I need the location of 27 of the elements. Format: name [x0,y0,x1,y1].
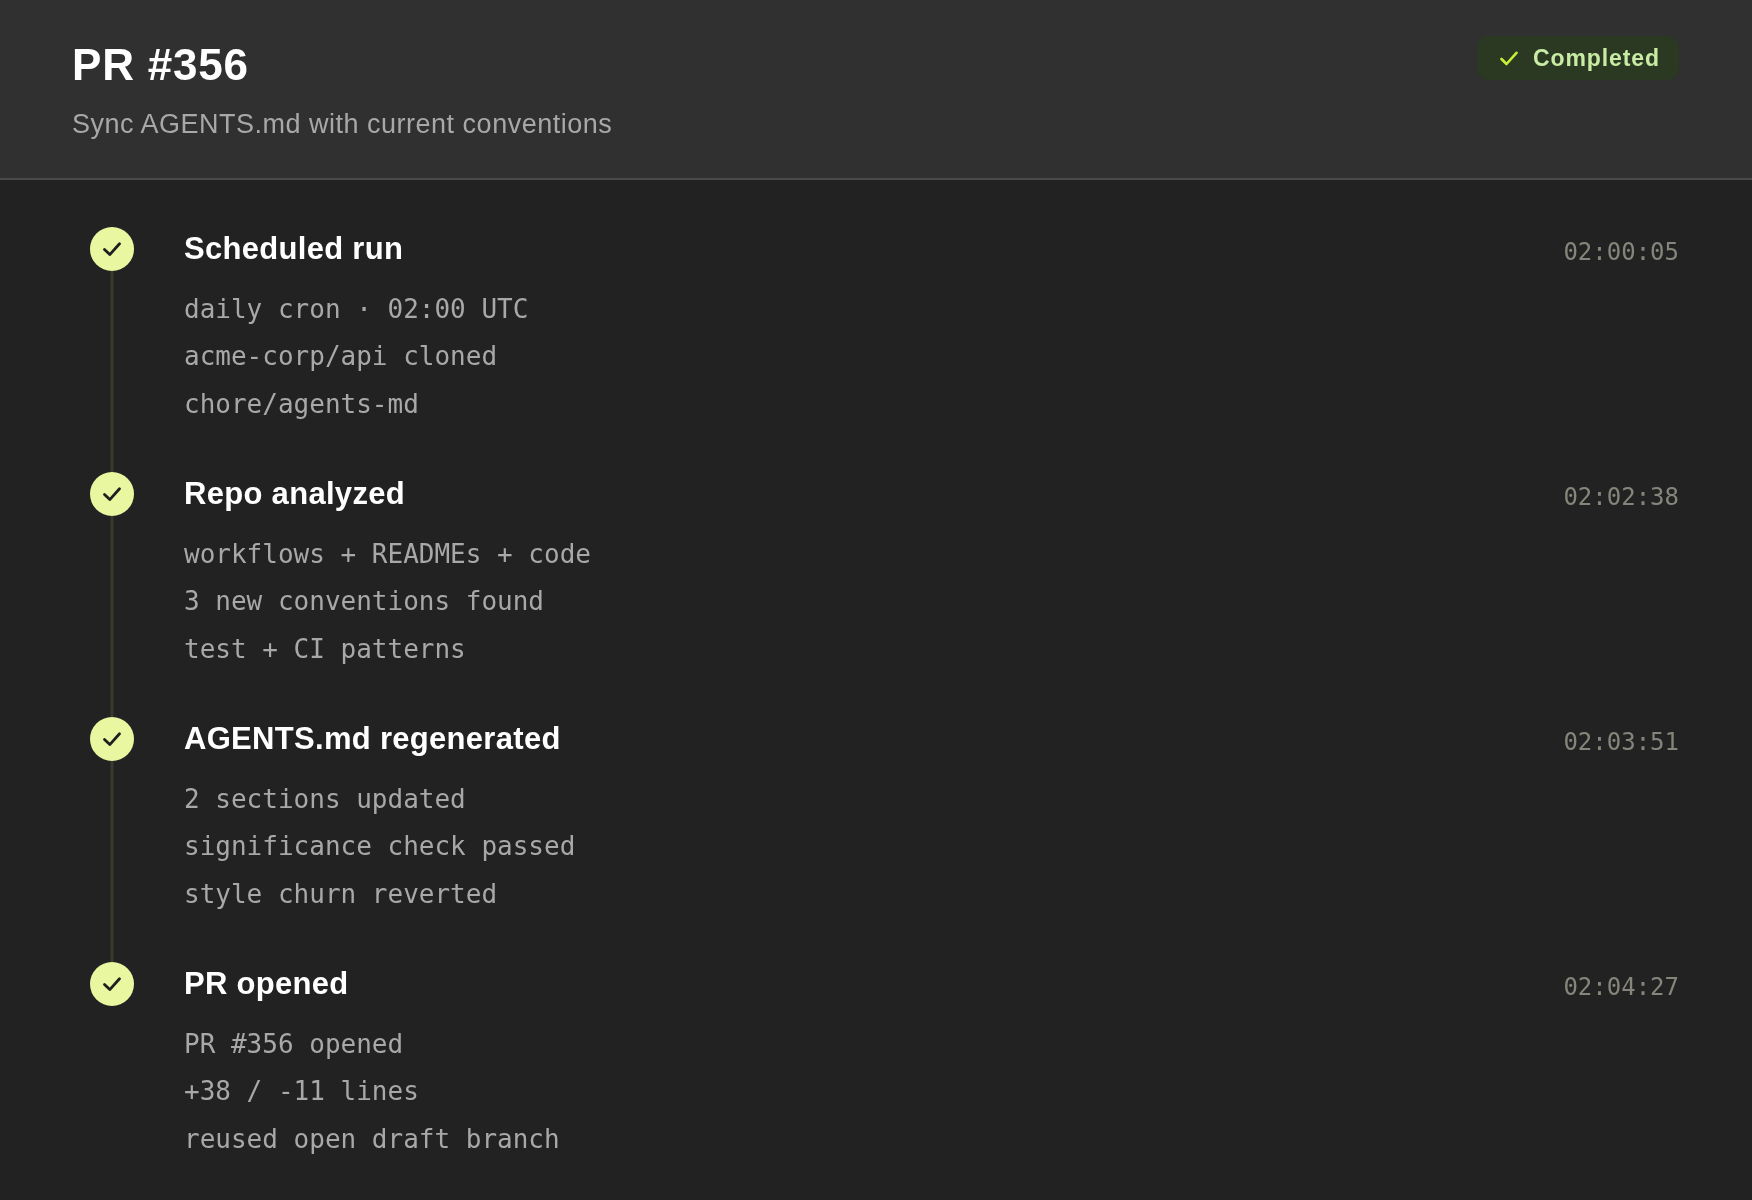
step-title: AGENTS.md regenerated [184,721,561,757]
status-text: Completed [1533,44,1660,72]
step-detail: workflows + READMEs + code [184,537,591,570]
step-detail: chore/agents-md [184,387,419,420]
step-title: Repo analyzed [184,476,405,512]
step-detail: reused open draft branch [184,1122,560,1155]
page-title: PR #356 [72,39,249,91]
step-detail: style churn reverted [184,877,498,910]
step-detail: significance check passed [184,830,576,862]
timestamp: 02:04:27 [1563,972,1679,1002]
timestamp: 02:00:05 [1563,237,1679,267]
step-title: PR opened [184,966,349,1002]
subtitle: Sync AGENTS.md with current conventions [72,108,613,140]
timestamp: 02:03:51 [1563,727,1679,757]
check-circle-icon [90,717,134,761]
check-circle-icon [90,227,134,271]
step-detail: acme-corp/api cloned [184,340,498,372]
step-detail: 2 sections updated [184,782,466,815]
check-circle-icon [90,472,134,516]
step-detail: test + CI patterns [184,632,466,665]
step-detail: daily cron · 02:00 UTC [184,292,529,325]
step-detail: +38 / -11 lines [184,1075,419,1107]
timestamp: 02:02:38 [1563,482,1679,512]
check-circle-icon [90,962,134,1006]
step-title: Scheduled run [184,231,404,267]
step-detail: 3 new conventions found [184,585,545,617]
step-detail: PR #356 opened [184,1027,404,1060]
